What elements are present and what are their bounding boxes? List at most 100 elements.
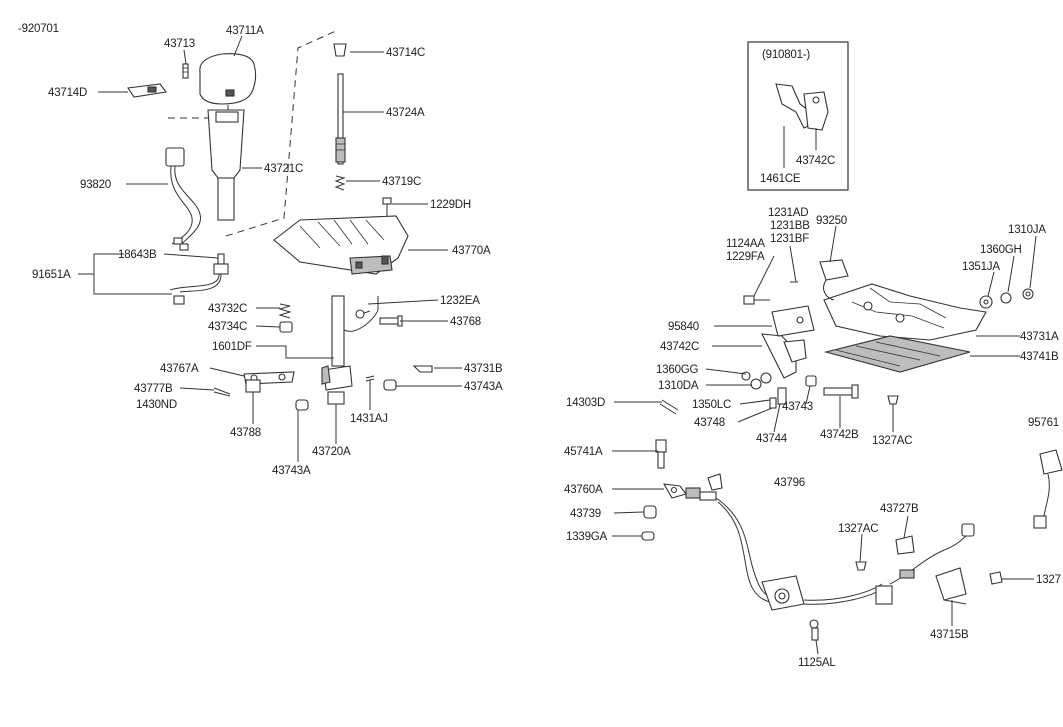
bushing [245, 379, 261, 412]
label-1229FA: 1229FA [726, 251, 765, 263]
label-43760A: 43760A [564, 484, 603, 496]
clip-b [855, 561, 867, 571]
cable-bolt [655, 439, 667, 469]
label-43731B: 43731B [464, 363, 503, 375]
cable-pin [659, 399, 679, 415]
inset-label-43742C: 43742C [796, 155, 835, 167]
label-43741B: 43741B [1020, 351, 1059, 363]
clip-a [887, 395, 899, 405]
shift-knob [199, 53, 257, 105]
base-plate [823, 335, 971, 373]
label-1231AD: 1231AD [768, 207, 808, 219]
shift-lever-grip [207, 109, 245, 221]
label-91651A: 91651A [32, 269, 71, 281]
label-43721C: 43721C [264, 163, 303, 175]
indicator-housing [273, 215, 409, 275]
bulb-socket-wire [169, 253, 229, 305]
label-43770A: 43770A [452, 245, 491, 257]
label-1360GG: 1360GG [656, 364, 699, 376]
cable-bushing [641, 505, 657, 541]
label-43742C: 43742C [660, 341, 699, 353]
label-43743: 43743 [782, 401, 813, 413]
label-95761: 95761 [1028, 417, 1059, 429]
label-43788: 43788 [230, 427, 261, 439]
shift-base-bracket [823, 283, 987, 341]
label-1601DF: 1601DF [212, 341, 252, 353]
detent-spring [278, 303, 293, 333]
label-1124AA: 1124AA [726, 238, 765, 250]
reference-outline [168, 29, 339, 237]
label-43714C: 43714C [386, 47, 425, 59]
nut-washer-set [979, 288, 1034, 309]
label-95840: 95840 [668, 321, 699, 333]
right-leader-lines [612, 225, 1037, 655]
label-93250: 93250 [816, 215, 847, 227]
label-43734C: 43734C [208, 321, 247, 333]
label-45741A: 45741A [564, 446, 603, 458]
label-43711A: 43711A [226, 25, 264, 37]
set-screw [182, 63, 189, 79]
shift-cable [662, 483, 975, 611]
label-18643B: 18643B [118, 249, 157, 261]
label-1327AC-a: 1327AC [872, 435, 912, 447]
label-1327: 1327 [1036, 574, 1061, 586]
overdrive-switch-wire [165, 147, 202, 251]
label-43743A-bottom: 43743A [272, 465, 311, 477]
label-43748: 43748 [694, 417, 725, 429]
detent-lever [761, 333, 807, 379]
washers [741, 371, 772, 390]
bushings [769, 375, 817, 409]
label-1430ND: 1430ND [136, 399, 177, 411]
spring [334, 175, 346, 191]
mount-bolt [743, 295, 770, 305]
label-43744: 43744 [756, 433, 788, 445]
left-leader-lines [78, 35, 462, 462]
label-43727B: 43727B [880, 503, 919, 515]
label-93820: 93820 [80, 179, 111, 191]
label-43777B: 43777B [134, 383, 173, 395]
position-plate [771, 305, 815, 337]
cotter-pin [213, 387, 231, 397]
pivot-pin [823, 384, 859, 399]
label-43714D: 43714D [48, 87, 87, 99]
label-43739: 43739 [570, 508, 601, 520]
push-rod [333, 43, 347, 165]
label-43715B: 43715B [930, 629, 969, 641]
label-1431AJ: 1431AJ [350, 413, 388, 425]
label-43731A: 43731A [1020, 331, 1059, 343]
clip [412, 365, 433, 373]
pin [379, 315, 403, 327]
label-43719C: 43719C [382, 176, 421, 188]
bushing-bottom [295, 399, 309, 411]
label-43768: 43768 [450, 316, 481, 328]
knob-button [127, 83, 167, 98]
retainer-clip [707, 473, 723, 491]
label-1351JA: 1351JA [962, 261, 1000, 273]
screw [355, 309, 371, 319]
label-1232EA: 1232EA [440, 295, 480, 307]
label-43767A: 43767A [160, 363, 199, 375]
label-1350LC: 1350LC [692, 399, 731, 411]
label-43743A-right: 43743A [464, 381, 503, 393]
label-1360GH: 1360GH [980, 244, 1022, 256]
label-43732C: 43732C [208, 303, 247, 315]
label-14303D: 14303D [566, 397, 605, 409]
inset-date-code: (910801-) [762, 49, 810, 61]
inhibitor-switch [819, 259, 849, 301]
label-1231BB: 1231BB [770, 220, 810, 232]
label-1229DH: 1229DH [430, 199, 471, 211]
label-43724A: 43724A [386, 107, 425, 119]
label-43720A: 43720A [312, 446, 351, 458]
label-1339GA: 1339GA [566, 531, 608, 543]
label-1125AL: 1125AL [798, 657, 836, 669]
label-1231BF: 1231BF [770, 233, 809, 245]
figure-code: -920701 [18, 23, 59, 35]
label-43796: 43796 [774, 477, 805, 489]
sensor-harness [1033, 449, 1063, 529]
label-43742B: 43742B [820, 429, 859, 441]
label-43713: 43713 [164, 38, 195, 50]
inset-box: (910801-) 1461CE 43742C [747, 41, 849, 191]
clip-c [989, 571, 1003, 585]
label-1310JA: 1310JA [1008, 224, 1046, 236]
